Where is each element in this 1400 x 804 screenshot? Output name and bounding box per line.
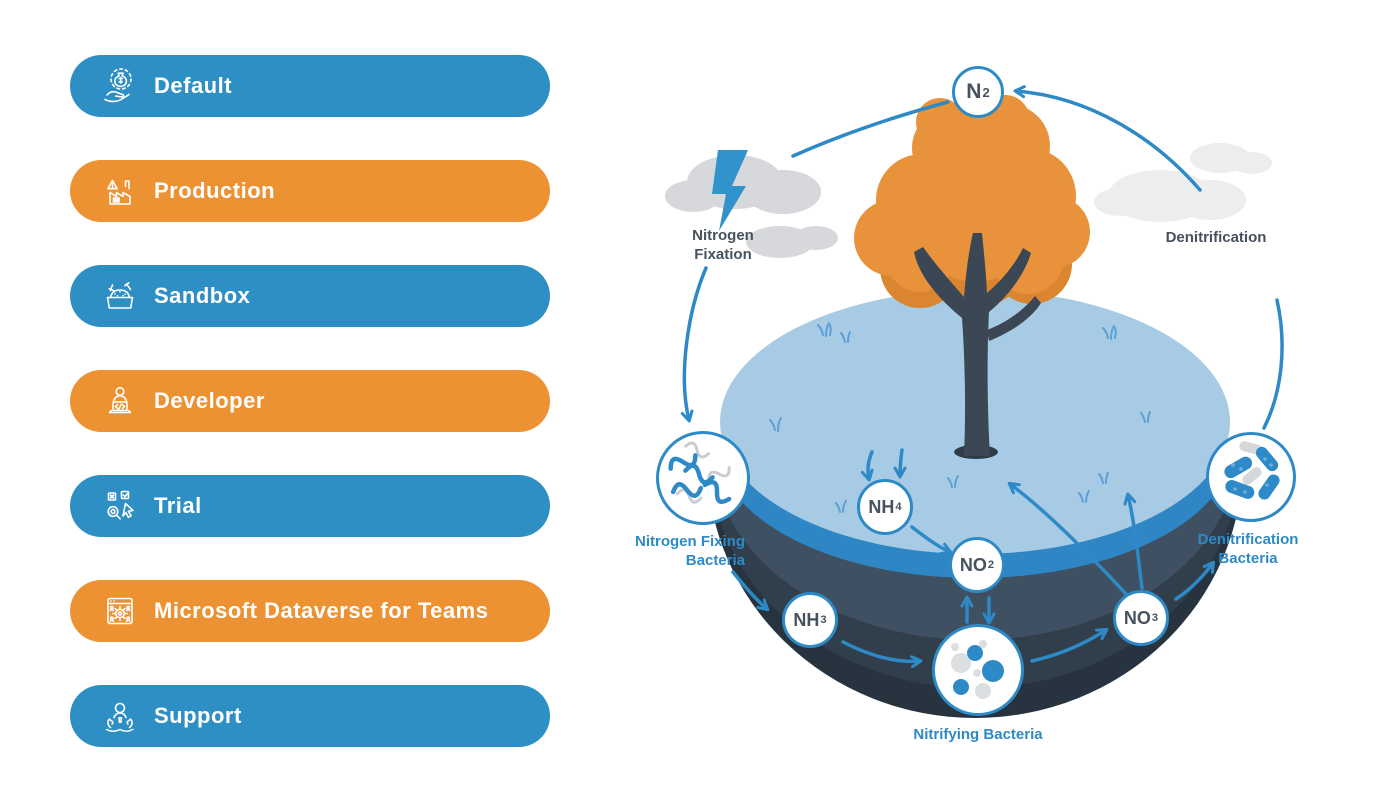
pill-label: Microsoft Dataverse for Teams [154,598,489,623]
sandbox-icon [100,276,140,316]
pill-label: Support [154,703,242,728]
developer-icon [100,381,140,421]
pill-label: Trial [154,493,202,518]
storm-cloud [665,155,838,258]
label-denitrification: Denitrification [1165,229,1267,246]
label-nitrogen-fixation: Nitrogen Fixation [692,227,754,263]
arrow-deposit-nh4-right [893,448,907,479]
arrow-nh3-to-nitrifying [841,640,923,669]
grass-tufts [769,322,1151,513]
environment-type-list: Default Production [0,0,620,804]
support-hands-icon [100,696,140,736]
pill-dataverse-teams[interactable]: Microsoft Dataverse for Teams [70,580,550,642]
label-nitrifying-bacteria: Nitrifying Bacteria [913,726,1043,743]
trial-icon [100,486,140,526]
nitrifying-bacteria-icon [932,624,1024,716]
label-nitrogen-fixing-bacteria: Nitrogen Fixing Bacteria [635,533,745,569]
pill-label: Default [154,73,233,98]
arrow-denitrification-to-n2 [1013,85,1202,192]
tree-trunk [914,233,1041,456]
arrow-fixing-to-nh3 [731,570,770,612]
lightning-icon [712,150,748,231]
arrow-uptake-short [1123,492,1144,590]
arrow-uptake-long [1007,481,1130,598]
denitrification-bacteria-icon [1206,432,1296,522]
label-denitrification-bacteria: Denitrification Bacteria [1197,531,1299,567]
hand-coin-icon [100,66,140,106]
clouds-right [1094,143,1272,222]
nitrogen-fixing-bacteria-icon [656,431,750,525]
arc-n2-to-fixation [791,100,950,158]
arrow-nitrifying-to-no3 [1030,627,1109,663]
arrow-no3-to-denit-bacteria [1174,560,1216,601]
pill-developer[interactable]: Developer [70,370,550,432]
arrow-nh4-to-no2 [910,525,953,555]
arrow-fixation-down [680,266,708,423]
pill-label: Sandbox [154,283,251,308]
pill-label: Production [154,178,276,203]
pill-trial[interactable]: Trial [70,475,550,537]
cycle-arrows [680,85,1284,669]
dataverse-icon [100,591,140,631]
pill-label: Developer [154,388,265,413]
pill-production[interactable]: Production [70,160,550,222]
factory-icon [100,171,140,211]
pill-default[interactable]: Default [70,55,550,117]
arc-denit-bacteria-up [1262,298,1284,430]
arrow-deposit-nh4-left [860,450,874,482]
pill-support[interactable]: Support [70,685,550,747]
pill-sandbox[interactable]: Sandbox [70,265,550,327]
